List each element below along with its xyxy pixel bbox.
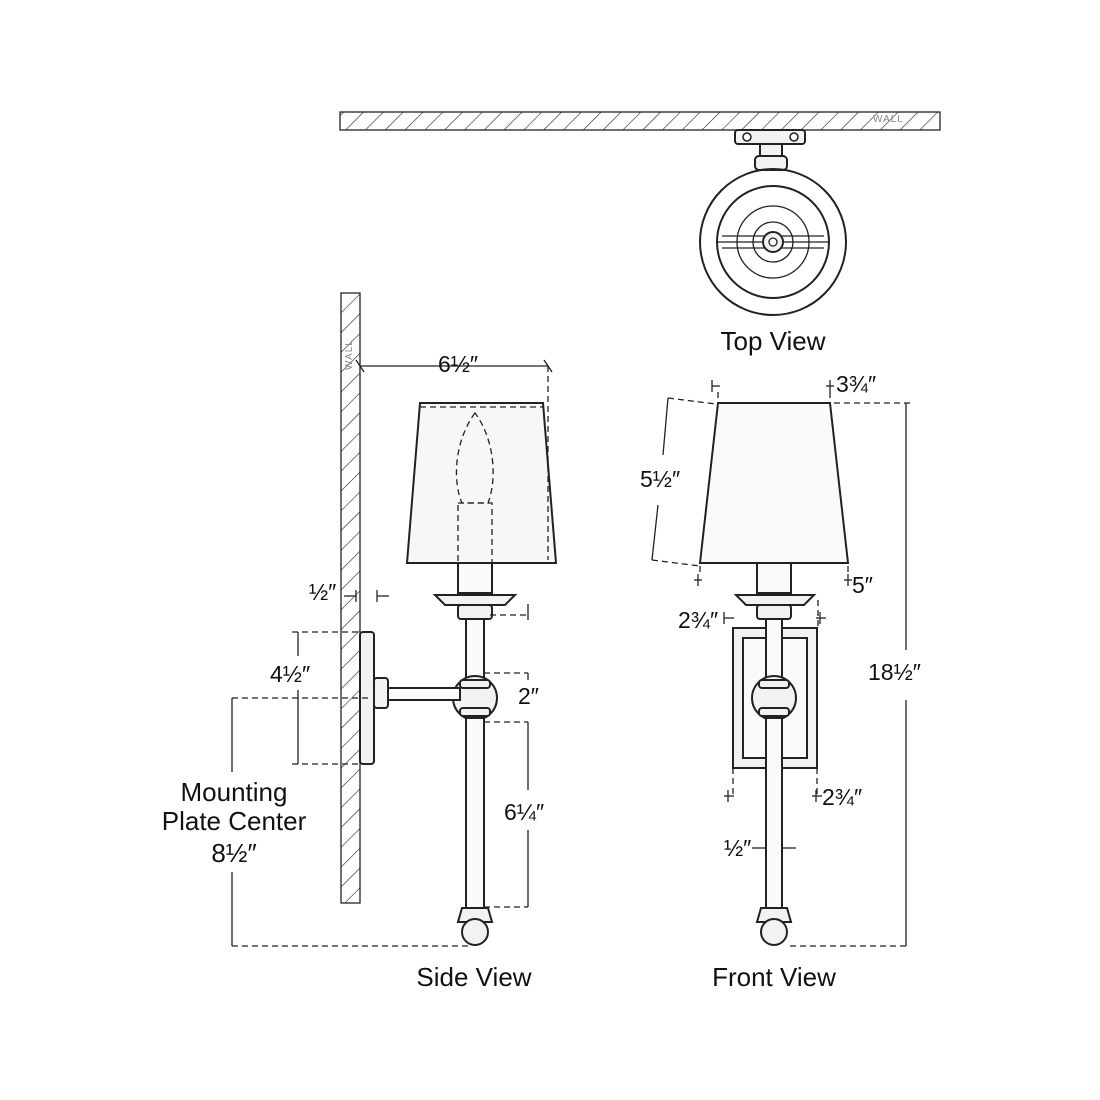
top-wall-label: WALL xyxy=(873,114,904,125)
front-shade-top-label: 3¾″ xyxy=(836,371,876,397)
front-shade-bottom-label: 5″ xyxy=(852,572,873,598)
front-view-drawing: 3¾″ 5½″ 5″ 2¾″ 2¾″ ½″ xyxy=(640,371,921,992)
mounting-caption-line1: Mounting xyxy=(181,777,288,807)
side-backplate-label: 4½″ xyxy=(270,661,310,687)
mounting-caption-value: 8½″ xyxy=(211,838,256,868)
top-view-caption: Top View xyxy=(720,326,825,356)
side-lower-stem-label: 6¼″ xyxy=(504,799,544,825)
side-ball-label: 2″ xyxy=(518,683,539,709)
front-cup-label: 2¾″ xyxy=(678,607,718,633)
side-wall-label: WALL xyxy=(344,339,355,370)
front-view-caption: Front View xyxy=(712,962,836,992)
mounting-caption-line2: Plate Center xyxy=(162,806,307,836)
side-wall xyxy=(340,292,361,904)
top-wall xyxy=(339,111,941,131)
side-view-caption: Side View xyxy=(416,962,531,992)
top-view-drawing: WALL Top View xyxy=(339,111,941,356)
front-shade-height-label: 5½″ xyxy=(640,466,680,492)
side-view-drawing: WALL 6½″ ½″ xyxy=(162,292,558,992)
side-shade-depth-label: 6½″ xyxy=(438,351,478,377)
side-wall-offset-label: ½″ xyxy=(309,579,336,605)
front-backplate-width-label: 2¾″ xyxy=(822,784,862,810)
front-overall-height-label: 18½″ xyxy=(868,659,921,685)
front-stem-label: ½″ xyxy=(724,835,751,861)
